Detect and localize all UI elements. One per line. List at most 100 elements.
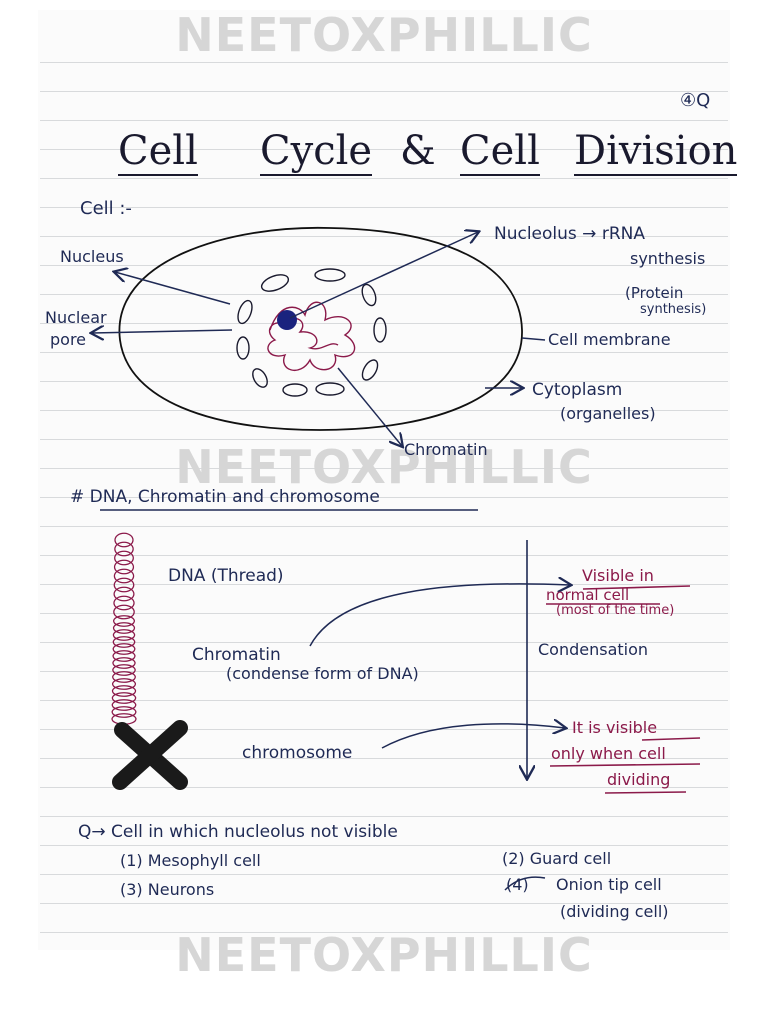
label-chromatin: Chromatin bbox=[192, 645, 281, 665]
question-text: Q→ Cell in which nucleolus not visible bbox=[78, 822, 398, 842]
ruled-line bbox=[40, 700, 728, 701]
watermark-bottom: NEETOXPHILLIC bbox=[175, 928, 593, 982]
option-1: (1) Mesophyll cell bbox=[120, 851, 261, 870]
helix-loop bbox=[112, 664, 136, 676]
label-visible-in: Visible in bbox=[582, 566, 654, 585]
cell-membrane-outline bbox=[118, 226, 523, 431]
option-2: (2) Guard cell bbox=[502, 849, 612, 868]
helix-loop bbox=[112, 643, 136, 655]
label-dividing: dividing bbox=[607, 770, 671, 789]
helix-loop bbox=[112, 629, 136, 641]
ruled-line bbox=[40, 265, 728, 266]
ruled-line bbox=[40, 91, 728, 92]
nucleolus-dot bbox=[277, 310, 297, 330]
ruled-line bbox=[40, 584, 728, 585]
helix-loop bbox=[111, 685, 137, 697]
helix-loop bbox=[111, 699, 137, 711]
helix-loop bbox=[113, 615, 135, 627]
watermark-top: NEETOXPHILLIC bbox=[175, 8, 593, 62]
ruled-line bbox=[40, 671, 728, 672]
helix-loop bbox=[112, 671, 136, 683]
page-number: ④Q bbox=[680, 90, 711, 111]
helix-loop bbox=[113, 604, 135, 620]
title-word-cell: Cell bbox=[118, 128, 198, 176]
ruled-line bbox=[40, 613, 728, 614]
ruled-line bbox=[40, 410, 728, 411]
label-normal-cell: normal cell bbox=[546, 586, 630, 604]
title-word-division: Division bbox=[574, 128, 738, 176]
helix-loop bbox=[111, 706, 137, 718]
title-word-cell-2: Cell bbox=[460, 128, 540, 176]
ruled-line bbox=[40, 874, 728, 875]
label-chromatin-desc: (condense form of DNA) bbox=[226, 664, 419, 683]
label-condensation: Condensation bbox=[538, 640, 649, 659]
ruled-line bbox=[40, 932, 728, 933]
ruled-line bbox=[40, 526, 728, 527]
helix-loop bbox=[114, 541, 134, 557]
label-organelles: (organelles) bbox=[560, 404, 656, 423]
label-it-is-visible: It is visible bbox=[572, 718, 658, 737]
helix-loop bbox=[113, 568, 135, 584]
ruled-line bbox=[40, 149, 728, 150]
helix-loop bbox=[112, 657, 136, 669]
ruled-line bbox=[40, 729, 728, 730]
ruled-line bbox=[40, 294, 728, 295]
title-word-cycle: Cycle bbox=[260, 128, 373, 176]
label-dna: DNA (Thread) bbox=[168, 566, 284, 586]
label-protein: (Protein bbox=[625, 284, 684, 302]
label-cytoplasm: Cytoplasm bbox=[532, 380, 623, 400]
helix-loop bbox=[112, 650, 136, 662]
helix-loop bbox=[111, 678, 137, 690]
option-4: Onion tip cell bbox=[556, 875, 662, 894]
ruled-line bbox=[40, 381, 728, 382]
helix-loop bbox=[112, 636, 136, 648]
ruled-line bbox=[40, 845, 728, 846]
label-nuclear: Nuclear bbox=[45, 308, 107, 327]
helix-loop bbox=[114, 532, 134, 548]
label-pore: pore bbox=[50, 330, 87, 349]
helix-loop bbox=[114, 550, 134, 566]
chromosome-x bbox=[112, 720, 188, 790]
ruled-line bbox=[40, 497, 728, 498]
helix-loop bbox=[113, 577, 135, 593]
title-ampersand: & bbox=[400, 128, 436, 174]
watermark-middle: NEETOXPHILLIC bbox=[175, 440, 593, 494]
ruled-line bbox=[40, 62, 728, 63]
ruled-line bbox=[40, 207, 728, 208]
label-chromosome: chromosome bbox=[242, 743, 353, 763]
ruled-line bbox=[40, 758, 728, 759]
ruled-line bbox=[40, 323, 728, 324]
ruled-line bbox=[40, 787, 728, 788]
label-synthesis: synthesis bbox=[630, 249, 706, 268]
helix-loop bbox=[111, 692, 137, 704]
helix-loop bbox=[113, 595, 135, 611]
label-only-when: only when cell bbox=[551, 744, 666, 763]
chromatin-squiggle bbox=[267, 301, 356, 371]
ruled-line bbox=[40, 439, 728, 440]
helix-loop bbox=[113, 586, 135, 602]
option-4-mark: (4) bbox=[506, 875, 529, 894]
ruled-line bbox=[40, 352, 728, 353]
helix-loop bbox=[112, 622, 136, 634]
option-3: (3) Neurons bbox=[120, 880, 215, 899]
ruled-line bbox=[40, 555, 728, 556]
ruled-line bbox=[40, 236, 728, 237]
label-nucleus: Nucleus bbox=[60, 247, 124, 266]
ruled-line bbox=[40, 903, 728, 904]
ruled-line bbox=[40, 816, 728, 817]
ruled-line bbox=[40, 120, 728, 121]
cell-heading: Cell :- bbox=[80, 198, 132, 219]
section-heading: # DNA, Chromatin and chromosome bbox=[70, 487, 380, 507]
ruled-line bbox=[40, 178, 728, 179]
ruled-line bbox=[40, 642, 728, 643]
label-protein-synthesis: synthesis) bbox=[640, 302, 707, 317]
nuclear-envelope bbox=[236, 268, 387, 397]
option-4-note: (dividing cell) bbox=[560, 902, 669, 921]
page-title: Cell Cycle & Cell Division bbox=[118, 128, 738, 178]
dna-helix bbox=[111, 532, 137, 725]
label-chromatin-cell: Chromatin bbox=[404, 440, 488, 459]
label-nucleolus: Nucleolus → rRNA bbox=[494, 224, 645, 244]
ruled-line bbox=[40, 468, 728, 469]
label-cell-membrane: Cell membrane bbox=[548, 330, 671, 349]
